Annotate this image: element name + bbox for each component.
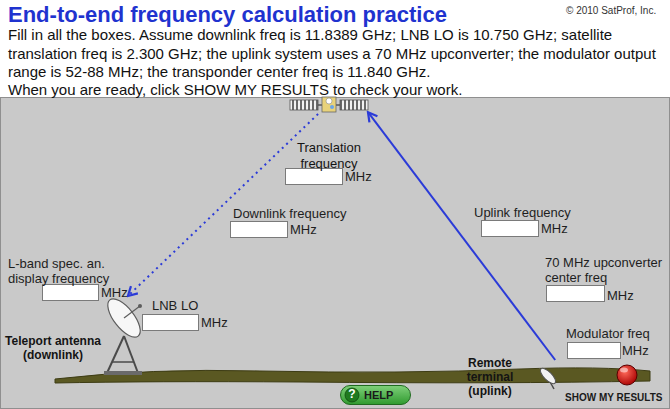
field-label: Modulator freq <box>566 326 650 342</box>
input-boxes <box>43 169 621 359</box>
teleport-node: Teleport antenna (downlink) <box>104 296 150 376</box>
unit-label: MHz <box>345 169 372 185</box>
satellite-node: Translation frequency <box>290 96 368 114</box>
field-label: L-band spec. an. display frequency <box>8 256 126 286</box>
field-label: Uplink frequency <box>474 205 571 221</box>
remote-dish <box>538 366 558 389</box>
field-label: Downlink frequency <box>233 206 346 222</box>
downlink-path <box>128 114 318 296</box>
unit-label: MHz <box>607 288 634 304</box>
field-label: 70 MHz upconverter center freq <box>545 255 665 285</box>
node-label: Remote terminal (uplink) <box>445 356 535 398</box>
work-panel <box>1 98 670 409</box>
page-title: End-to-end frequency calculation practic… <box>8 2 447 28</box>
unit-label: MHz <box>201 315 228 331</box>
uplink-path <box>368 112 555 360</box>
unit-label: MHz <box>290 222 317 238</box>
unit-label: MHz <box>101 285 128 301</box>
field-label: LNB LO <box>152 298 198 314</box>
button-label: SHOW MY RESULTS <box>565 392 662 404</box>
teleport-dish <box>102 294 146 375</box>
unit-label: MHz <box>622 343 649 359</box>
help-icon: ? <box>345 387 359 401</box>
instruction-text: When you are ready, click SHOW MY RESULT… <box>8 81 658 100</box>
copyright-note: © 2010 SatProf, Inc. <box>566 5 666 17</box>
terminal-node: Remote terminal (uplink) <box>537 360 565 390</box>
instruction-text: Fill in all the boxes. Assume downlink f… <box>8 26 658 82</box>
ground-strip <box>55 368 650 383</box>
node-label: Teleport antenna (downlink) <box>3 334 103 362</box>
unit-label: MHz <box>541 221 568 237</box>
results-button <box>617 365 637 385</box>
button-label: HELP <box>364 389 393 402</box>
node-label: Translation frequency <box>284 140 374 172</box>
help-button <box>341 386 411 405</box>
satellite-icon <box>290 97 368 112</box>
